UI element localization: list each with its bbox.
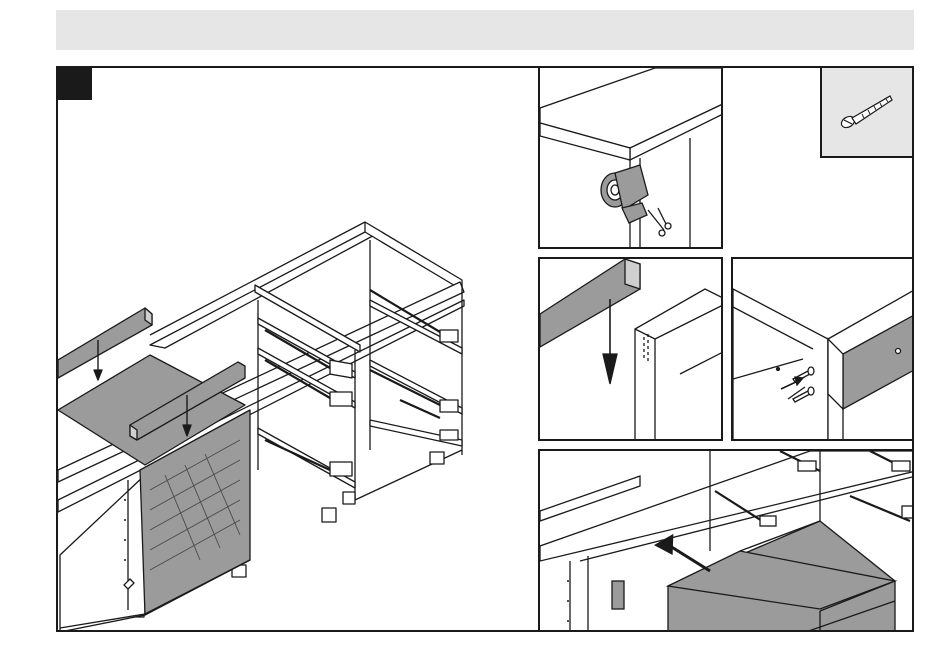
screw-icon — [839, 96, 892, 130]
detail-drawer-insertion — [538, 449, 914, 632]
detail-screw-hardware — [820, 66, 914, 158]
detail-sealing-tape — [538, 66, 723, 249]
detail-rail-fixing — [731, 257, 914, 441]
detail-rail-placement — [538, 257, 723, 441]
